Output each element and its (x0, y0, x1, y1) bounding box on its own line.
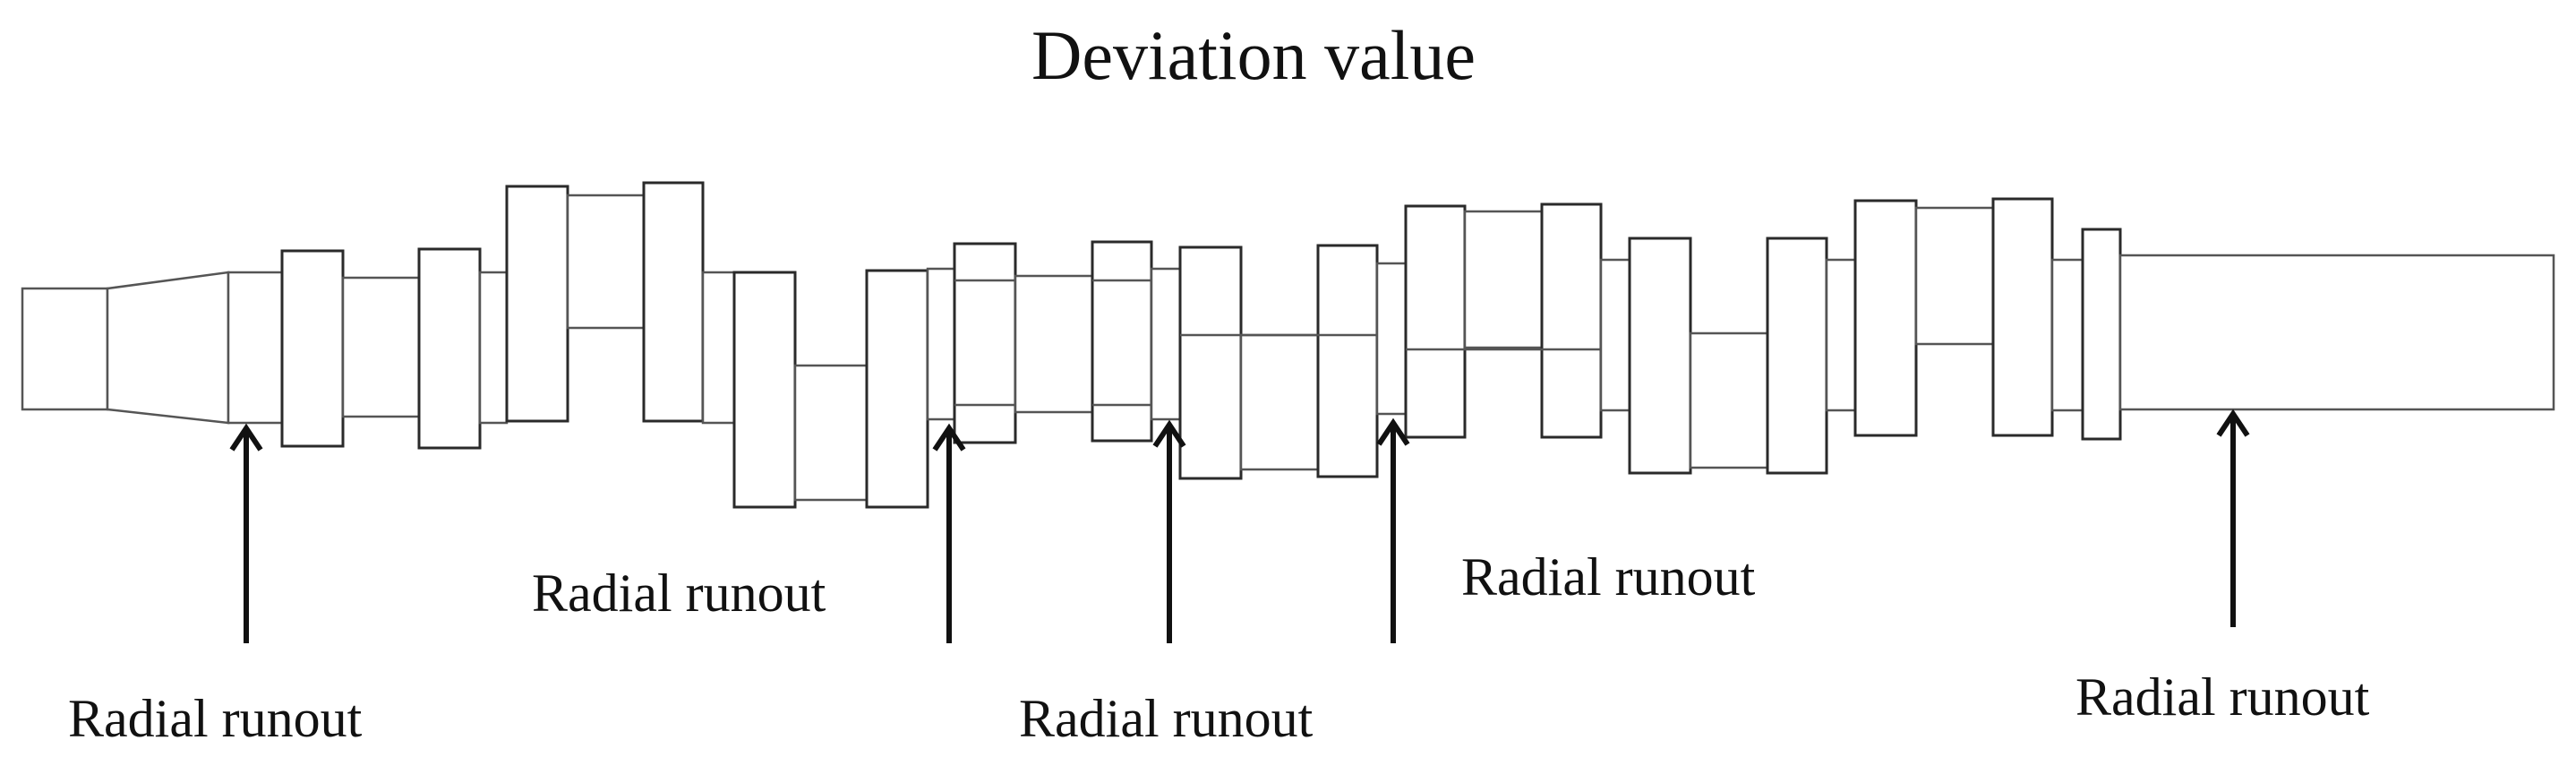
main-journal (341, 276, 421, 418)
crank-pin (1463, 210, 1544, 349)
shaft-end-right (2118, 254, 2555, 411)
crank-web (417, 247, 482, 450)
journal-segment (701, 271, 736, 425)
journal-segment (1375, 262, 1408, 416)
arrow-up-icon (1376, 417, 1410, 643)
crank-pin (1914, 206, 1995, 346)
crank-web (1991, 197, 2054, 437)
crank-web (1628, 237, 1692, 475)
crank-pin (793, 364, 869, 502)
crank-web (1540, 202, 1603, 439)
radial-runout-label: Radial runout (2075, 667, 2370, 727)
radial-runout-label: Radial runout (1461, 547, 1756, 607)
crank-web (1178, 245, 1243, 480)
crank-web (865, 269, 929, 509)
crank-web (1316, 244, 1379, 478)
crank-web (1404, 204, 1467, 439)
journal-segment (1825, 258, 1857, 412)
radial-runout-label: Radial runout (68, 689, 363, 748)
tapered-section (106, 271, 230, 425)
arrow-up-icon (2216, 409, 2250, 627)
journal-segment (926, 267, 956, 421)
journal-segment (478, 271, 509, 425)
arrow-up-icon (229, 423, 263, 643)
journal-segment (2050, 258, 2084, 412)
arrow-up-icon (932, 423, 966, 643)
crank-web (1853, 199, 1918, 437)
journal-segment (1599, 258, 1631, 412)
measurement-arrows (229, 409, 2250, 643)
main-journal (1014, 274, 1094, 414)
crank-web (1766, 237, 1828, 475)
crank-web (732, 271, 797, 509)
arrow-up-icon (1152, 419, 1186, 643)
crank-web (280, 249, 345, 448)
radial-runout-label: Radial runout (532, 564, 826, 623)
crank-pin (566, 194, 646, 330)
radial-runout-label: Radial runout (1019, 689, 1314, 748)
diagram-title: Deviation value (1031, 16, 1476, 94)
journal-segment (1150, 267, 1182, 421)
annotation-labels: Radial runout Radial runout Radial runou… (68, 547, 2370, 748)
crank-web (642, 181, 705, 423)
crank-web (505, 185, 569, 423)
journal-segment (227, 271, 284, 425)
flange-collar (2081, 228, 2122, 441)
crank-web (953, 242, 1017, 444)
crank-pin (1689, 331, 1769, 469)
crankshaft-drawing (21, 181, 2555, 509)
shaft-end-left (21, 287, 109, 411)
crank-pin (1239, 333, 1320, 471)
crank-web (1091, 240, 1153, 443)
